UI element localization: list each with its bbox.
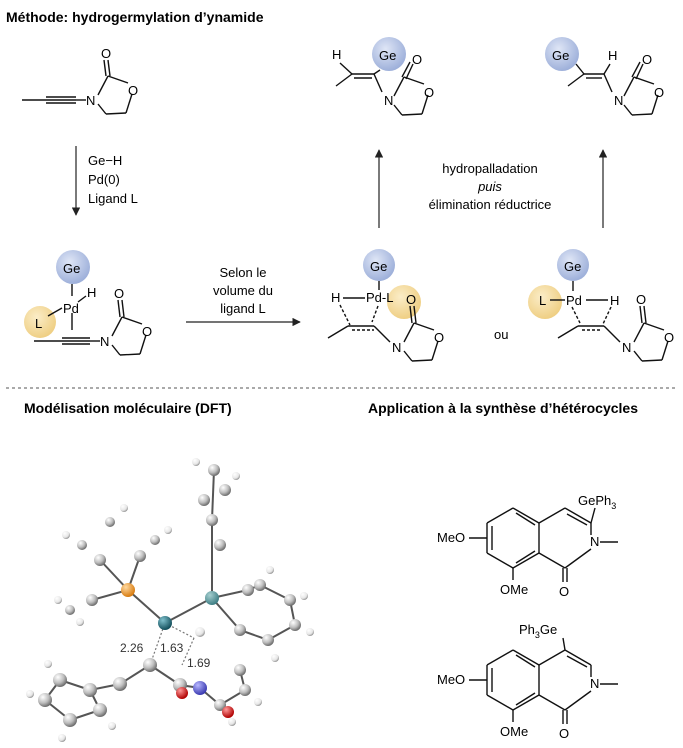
atom-pd: Pd <box>63 301 79 316</box>
atom-o: O <box>101 46 111 61</box>
atom-o: O <box>664 330 674 345</box>
atom-h: H <box>610 293 619 308</box>
ligand-circle <box>387 285 421 319</box>
header-application: Application à la synthèse d’hétérocycles <box>368 400 638 416</box>
ge-circle <box>56 250 90 284</box>
condition-geh: Ge−H <box>88 153 122 168</box>
selon-line1: Selon le <box>220 265 267 280</box>
product-top-right-bonds <box>567 61 659 116</box>
atom-ge: Ge <box>552 48 569 63</box>
ge-circle <box>545 37 579 71</box>
ligand-circle <box>528 285 562 319</box>
atom-n: N <box>100 334 109 349</box>
atom-o: O <box>642 52 652 67</box>
product-top-left-bonds <box>335 61 429 116</box>
hydropalladation-line2: puis <box>477 179 502 194</box>
intermediate2-bonds <box>550 281 669 362</box>
atom-o: O <box>114 286 124 301</box>
atom-o: O <box>406 292 416 307</box>
atom-o: O <box>559 726 569 741</box>
ligand-circle <box>24 306 56 338</box>
selon-line3: ligand L <box>220 301 266 316</box>
pd-complex-bonds <box>34 284 147 356</box>
atom-n: N <box>622 340 631 355</box>
atom-o: O <box>424 85 434 100</box>
distance-label: 2.26 <box>120 641 144 655</box>
atom-ge: Ge <box>370 259 387 274</box>
atom-o: O <box>636 292 646 307</box>
condition-ligand: Ligand L <box>88 191 138 206</box>
ou-label: ou <box>494 327 508 342</box>
atom-n: N <box>590 534 599 549</box>
atom-n: N <box>392 340 401 355</box>
header-dft: Modélisation moléculaire (DFT) <box>24 400 232 416</box>
ge-circle <box>363 249 395 281</box>
distance-label: 1.63 <box>160 641 184 655</box>
substituent-meo: MeO <box>437 672 465 687</box>
atom-o: O <box>654 85 664 100</box>
atom-o: O <box>412 52 422 67</box>
isoquinolinone-product-2: Ph3Ge N O MeO OMe <box>437 622 618 741</box>
atom-l: L <box>35 316 42 331</box>
isoquinolinone-product-1: GePh3 N O MeO OMe <box>437 493 618 599</box>
atom-ge: Ge <box>63 261 80 276</box>
atom-o: O <box>128 83 138 98</box>
atom-ge: Ge <box>564 259 581 274</box>
intermediate1-bonds <box>327 281 439 362</box>
substituent-geph3: GePh3 <box>578 493 616 511</box>
atom-n: N <box>590 676 599 691</box>
atom-n: N <box>614 93 623 108</box>
atom-h: H <box>608 48 617 63</box>
distance-label: 1.69 <box>187 656 211 670</box>
substituent-ome: OMe <box>500 724 528 739</box>
atom-l: L <box>539 293 546 308</box>
substituent-meo: MeO <box>437 530 465 545</box>
atom-h: H <box>331 290 340 305</box>
atom-h: H <box>332 47 341 62</box>
atom-n: N <box>86 93 95 108</box>
atom-ge: Ge <box>379 48 396 63</box>
starting-ynamide <box>22 59 133 115</box>
atom-pd: Pd <box>566 293 582 308</box>
header-method: Méthode: hydrogermylation d’ynamide <box>6 9 264 25</box>
condition-pd: Pd(0) <box>88 172 120 187</box>
dft-model: 2.26 1.63 1.69 <box>26 458 314 742</box>
ge-circle <box>557 249 589 281</box>
substituent-ph3ge: Ph3Ge <box>519 622 557 640</box>
hydropalladation-line1: hydropalladation <box>442 161 537 176</box>
ge-circle <box>372 37 406 71</box>
atom-o: O <box>559 584 569 599</box>
atom-pd-l: Pd-L <box>366 290 393 305</box>
substituent-ome: OMe <box>500 582 528 597</box>
atom-o: O <box>142 324 152 339</box>
atom-n: N <box>384 93 393 108</box>
atom-h: H <box>87 285 96 300</box>
hydropalladation-line3: élimination réductrice <box>429 197 552 212</box>
selon-line2: volume du <box>213 283 273 298</box>
atom-o: O <box>434 330 444 345</box>
